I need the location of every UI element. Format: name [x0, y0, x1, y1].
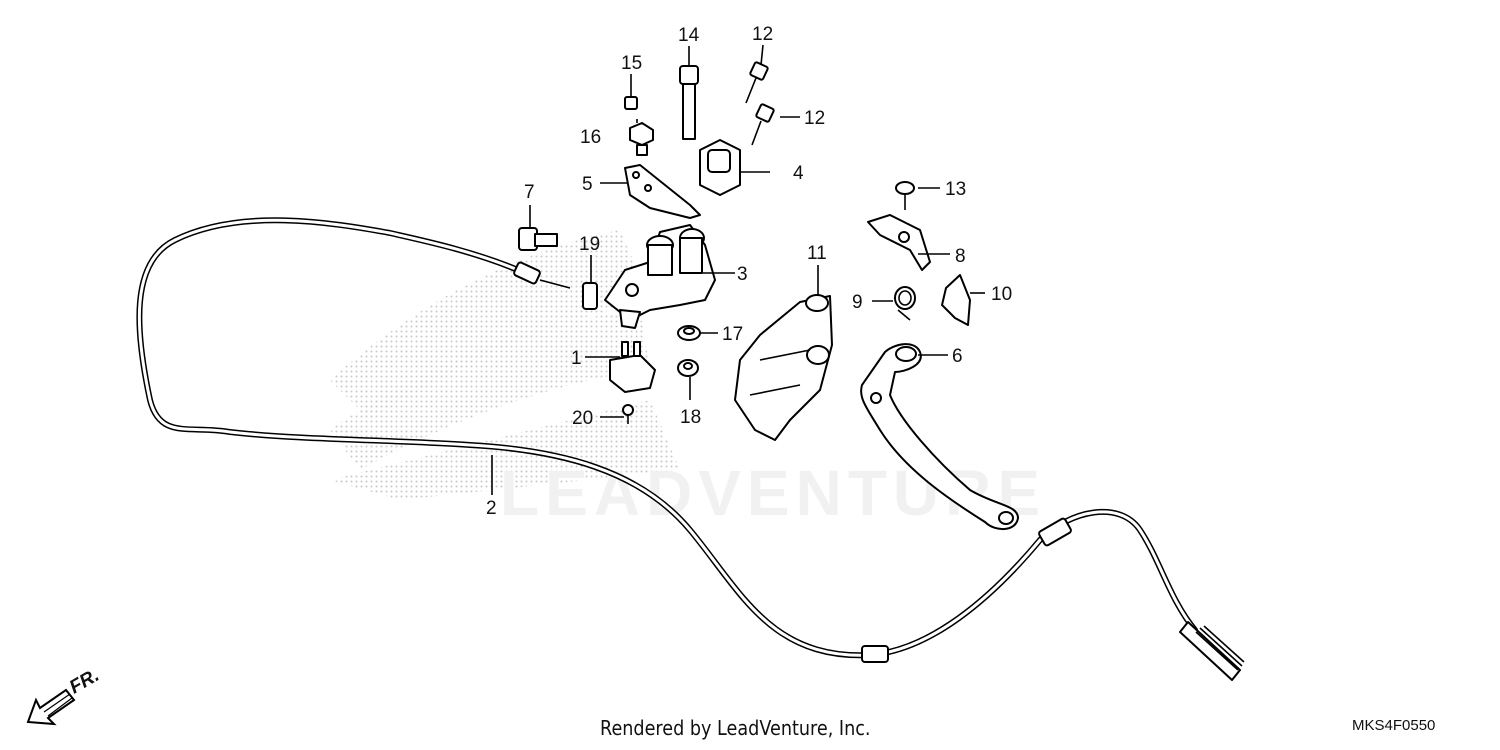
small-bolt — [624, 96, 638, 110]
callout-3: 3 — [737, 264, 748, 285]
callout-7: 7 — [524, 182, 535, 203]
lock-nut — [582, 282, 598, 310]
flat-screw — [895, 181, 915, 210]
callout-17: 17 — [722, 324, 743, 345]
render-credit: Rendered by LeadVenture, Inc. — [600, 716, 871, 740]
callout-8: 8 — [955, 246, 966, 267]
pivot-bolt — [679, 65, 699, 140]
clutch-lever — [860, 343, 1019, 530]
callout-5: 5 — [582, 174, 593, 195]
leader-lines — [491, 44, 985, 495]
front-label: FR. — [66, 665, 103, 698]
callout-13: 13 — [945, 179, 966, 200]
front-direction-indicator: FR. — [26, 665, 103, 726]
joint-plate — [867, 214, 931, 271]
plate — [624, 164, 701, 219]
callout-2: 2 — [486, 498, 497, 519]
clutch-switch — [609, 341, 656, 393]
clutch-cable — [136, 217, 1245, 681]
callout-19: 19 — [579, 234, 600, 255]
bolt-lower — [751, 103, 775, 146]
callout-18: 18 — [680, 407, 701, 428]
callout-11: 11 — [807, 243, 827, 264]
adjusting-bolt — [518, 227, 558, 251]
front-arrow-icon — [26, 688, 76, 726]
callout-20: 20 — [572, 408, 593, 429]
screw — [622, 404, 634, 424]
bolt-upper — [745, 61, 769, 104]
callout-16: 16 — [580, 127, 601, 148]
callout-1: 1 — [571, 348, 582, 369]
callout-labels: 1 2 3 4 5 6 7 8 9 10 11 12 12 13 14 15 1… — [486, 24, 1012, 519]
collar-top — [677, 325, 701, 341]
holder-clamp — [699, 139, 741, 196]
return-spring — [894, 286, 916, 321]
callout-4: 4 — [793, 163, 804, 184]
callout-10: 10 — [991, 284, 1012, 305]
lever-block — [941, 274, 971, 326]
callout-15: 15 — [621, 53, 642, 74]
callout-14: 14 — [678, 25, 700, 46]
callout-12-lower: 12 — [804, 108, 825, 129]
flange-bolt — [629, 122, 654, 156]
lever-cover — [734, 294, 833, 441]
lever-bracket-assembly — [604, 224, 716, 329]
callout-9: 9 — [852, 292, 863, 313]
diagram-code: MKS4F0550 — [1352, 717, 1436, 734]
collar-bottom — [677, 359, 699, 377]
callout-6: 6 — [952, 346, 963, 367]
callout-12-upper: 12 — [752, 24, 773, 45]
